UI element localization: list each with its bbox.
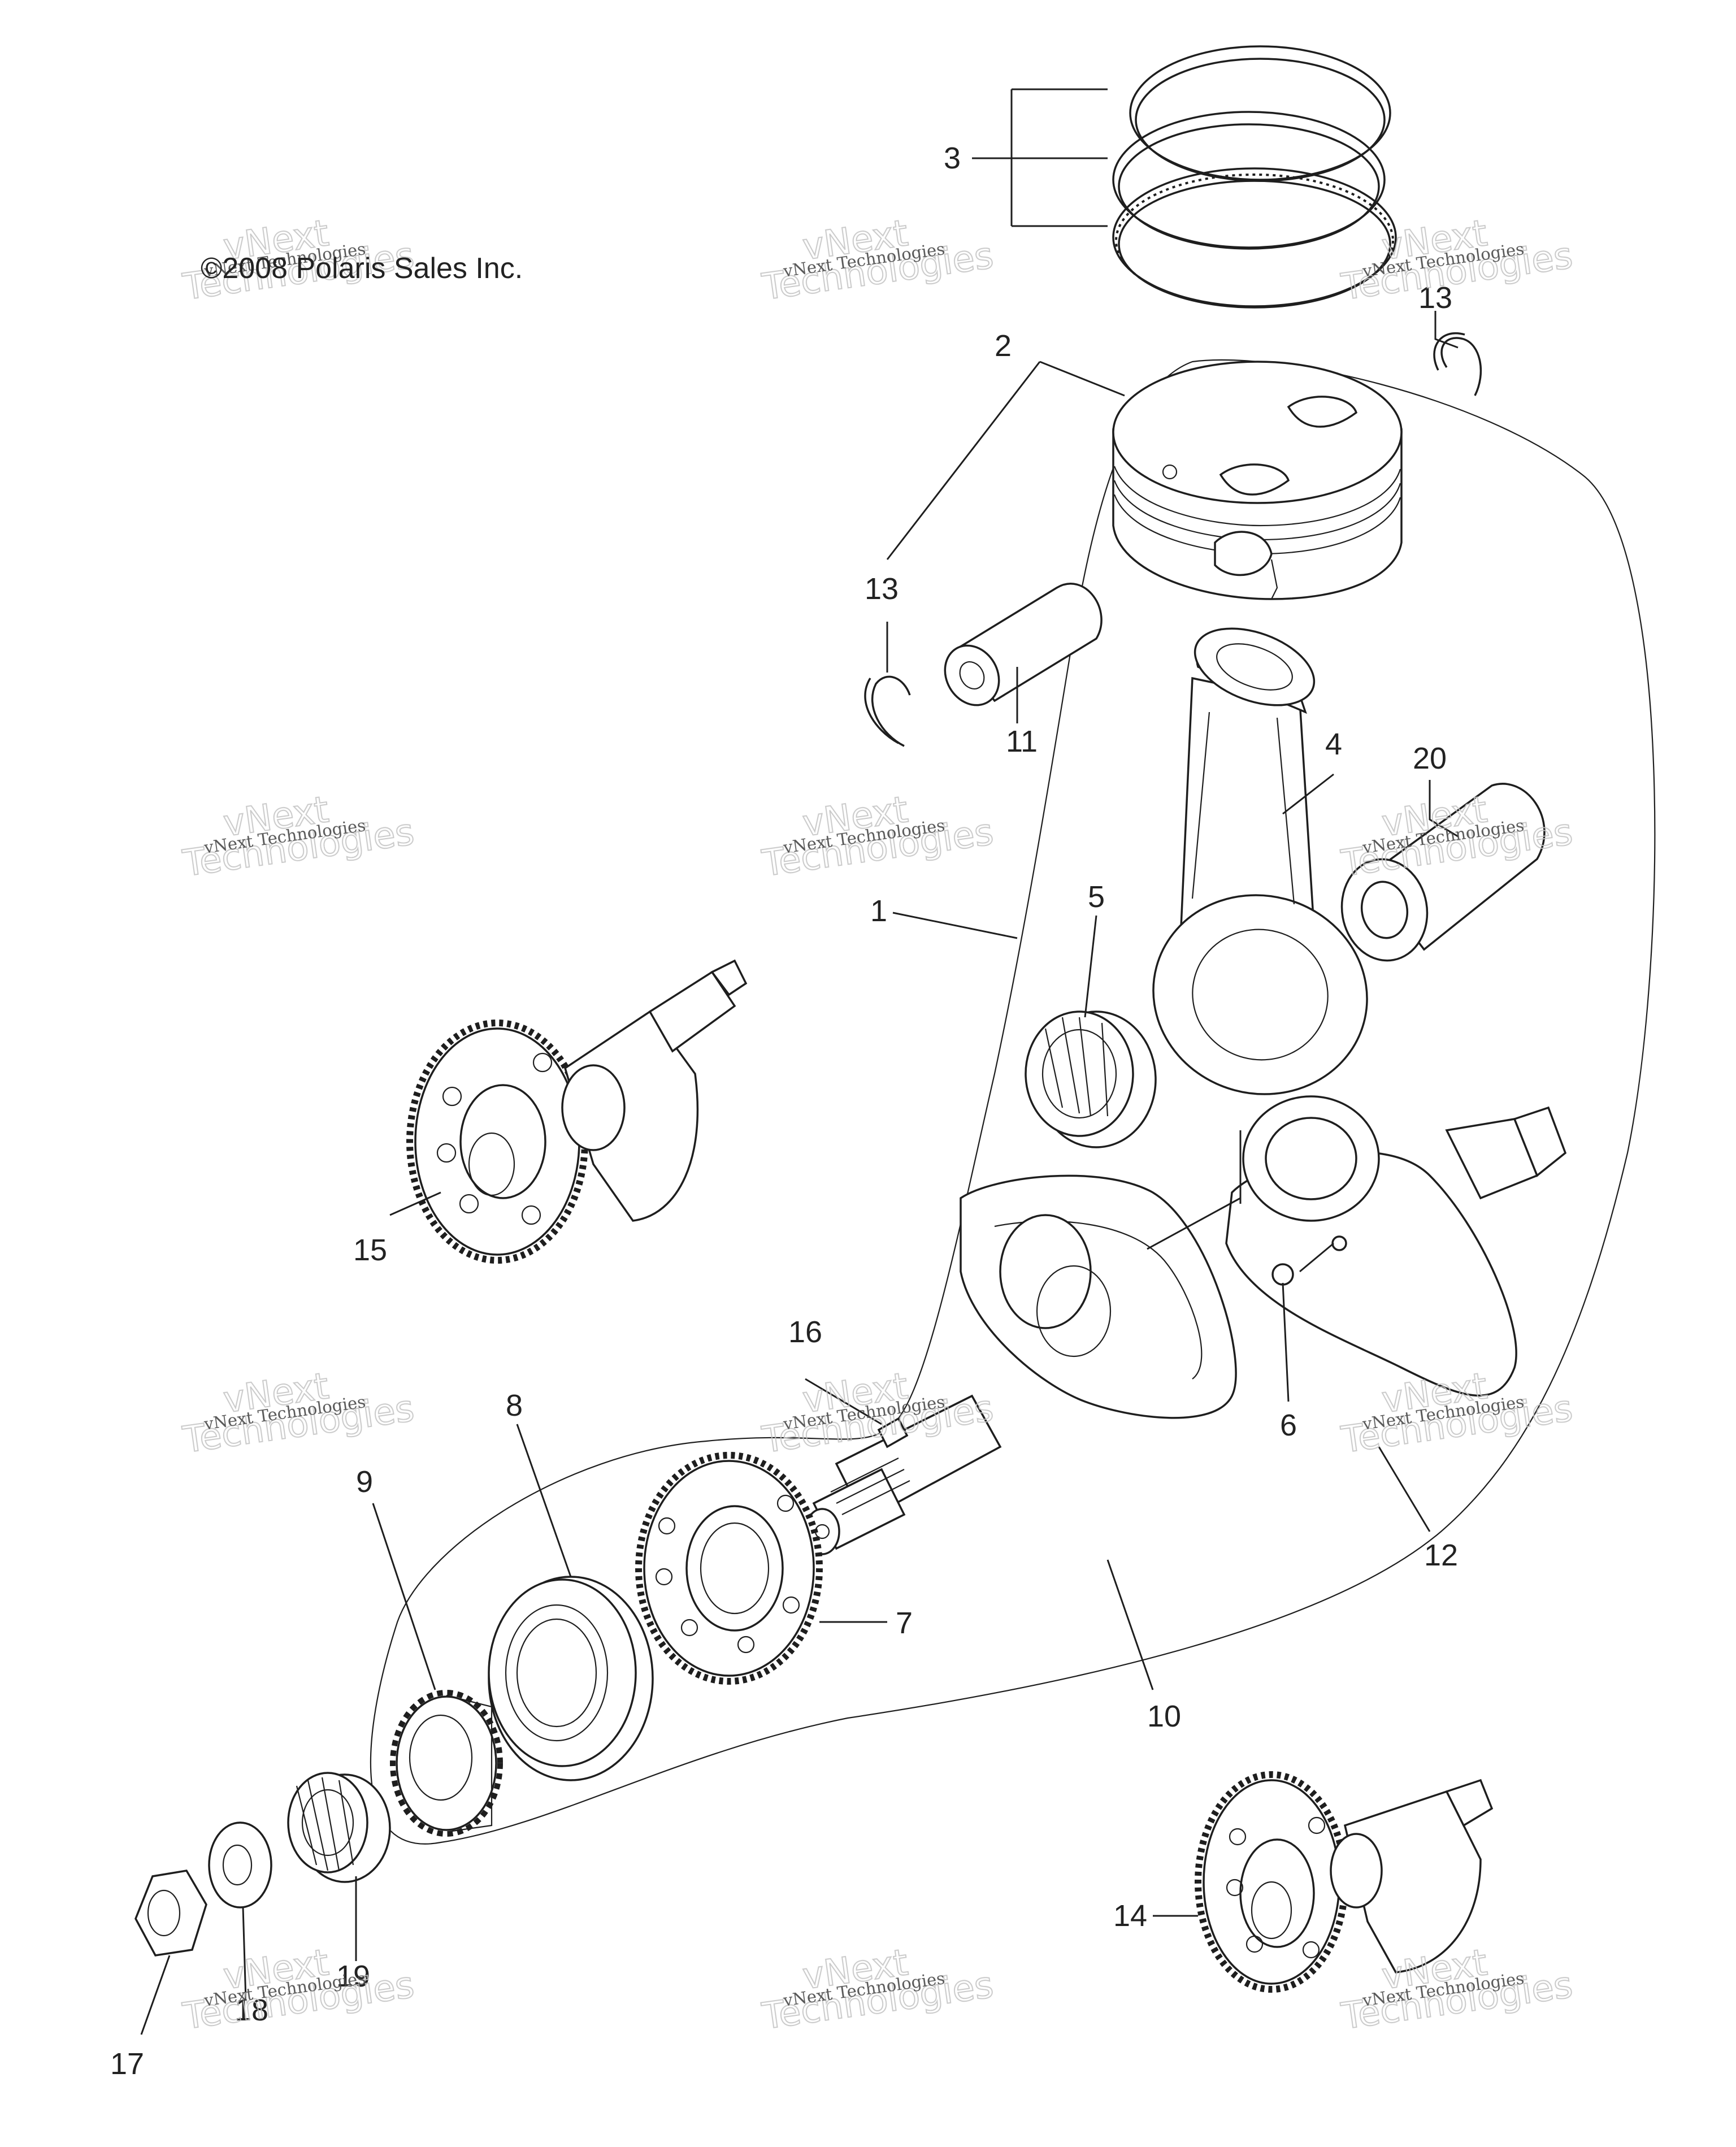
callout-10: 10	[1147, 1699, 1181, 1733]
callout-6: 6	[1280, 1408, 1297, 1442]
callout-12: 12	[1424, 1538, 1458, 1572]
woodruff-key	[877, 1417, 909, 1448]
piston-pin	[944, 583, 1103, 706]
balance-shaft-lower	[1195, 1771, 1494, 1993]
needle-bearing-rod	[1025, 1010, 1157, 1148]
callout-2: 2	[995, 329, 1012, 363]
callout-15: 15	[353, 1233, 387, 1267]
callout-4: 4	[1325, 727, 1342, 761]
main-bearing	[488, 1576, 654, 1781]
assembly-outline	[370, 359, 1656, 1845]
callout-14: 14	[1113, 1899, 1147, 1933]
nut	[134, 1870, 207, 1957]
piston-ring-middle	[1112, 111, 1386, 250]
piston-ring-top	[1096, 45, 1391, 182]
piston-ring-oil	[1112, 167, 1397, 309]
sprocket-gear	[390, 1690, 503, 1837]
callout-3: 3	[944, 141, 961, 175]
callout-16: 16	[788, 1315, 822, 1349]
crank-gear	[635, 1452, 823, 1685]
piston	[1112, 361, 1403, 600]
copyright-notice: ©2008 Polaris Sales Inc.	[201, 252, 523, 285]
callout-18: 18	[235, 1993, 268, 2027]
crankshaft-assembly	[804, 1095, 1567, 1555]
callout-7: 7	[896, 1606, 913, 1640]
callout-11: 11	[1006, 725, 1038, 758]
bushing-sleeve	[1340, 783, 1546, 962]
leader-lines	[140, 88, 1459, 2035]
callout-8: 8	[506, 1389, 523, 1422]
callout-5: 5	[1088, 880, 1105, 914]
washer	[208, 1821, 272, 1909]
callout-17: 17	[110, 2047, 144, 2081]
balance-shaft-upper	[406, 959, 748, 1264]
callout-19: 19	[336, 1959, 370, 1993]
callout-13-left: 13	[865, 572, 899, 606]
callout-1: 1	[870, 894, 887, 928]
callout-20: 20	[1413, 741, 1447, 775]
needle-bearing-small	[287, 1772, 391, 1883]
callout-9: 9	[356, 1465, 373, 1499]
circlip-left	[864, 675, 911, 747]
connecting-rod	[1152, 627, 1368, 1095]
callout-13-right: 13	[1418, 281, 1452, 315]
circlip-right	[1433, 332, 1482, 396]
